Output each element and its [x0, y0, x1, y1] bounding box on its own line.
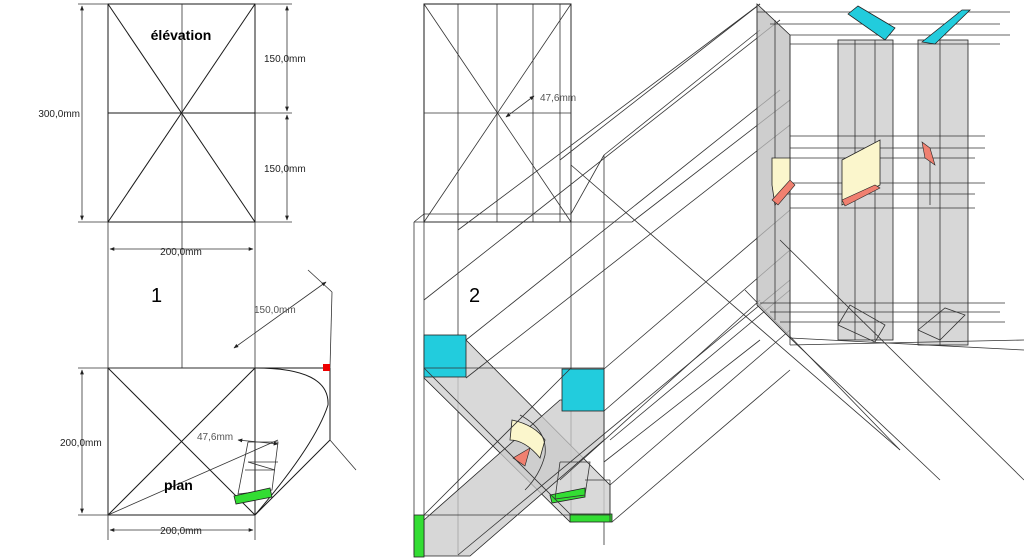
green-face-mid: [549, 487, 586, 504]
plan-view: 150,0mm 47,6mm plan: [107, 269, 357, 516]
dimension-height-halves: 150,0mm 150,0mm: [255, 3, 306, 223]
height-bottom-text: 150,0mm: [264, 164, 306, 175]
width-elevation-text: 200,0mm: [160, 247, 202, 258]
elevation-diagonal-b: [107, 3, 256, 223]
plan-red-marker: [323, 364, 330, 371]
dimension-height-total: 300,0mm: [38, 3, 108, 223]
thickness-view2-text: 47,6mm: [540, 93, 576, 104]
grey-column-3: [917, 39, 969, 346]
dimension-plan-depth: 200,0mm: [60, 367, 108, 516]
dimension-width-elevation: 200,0mm: [109, 247, 254, 258]
plan-depth-text: 200,0mm: [60, 438, 102, 449]
elevation-label: élévation: [151, 27, 212, 43]
plan-width-text: 200,0mm: [160, 526, 202, 537]
view-2-label: 2: [469, 285, 480, 307]
salmon-face-4: [921, 141, 936, 166]
cyan-face-top-2: [921, 9, 971, 45]
view-3-development: [756, 3, 1024, 481]
cyan-box-right: [561, 368, 605, 412]
cyan-box-left: [423, 334, 467, 378]
cream-face: [509, 419, 546, 459]
plan-green-face: [233, 487, 273, 505]
salmon-face-2: [771, 179, 796, 206]
salmon-face: [512, 447, 531, 467]
plan-arc: [254, 367, 329, 516]
height-total-text: 300,0mm: [38, 109, 80, 120]
radius-text: 150,0mm: [254, 305, 296, 316]
dimension-plan-width: 200,0mm: [107, 515, 256, 540]
green-face-right: [569, 513, 613, 523]
thickness-plan-text: 47,6mm: [197, 432, 233, 443]
cyan-face-top-1: [847, 5, 896, 41]
view-2: 47,6mm 2: [413, 3, 941, 558]
view-1: élévation 300,0mm 150,0mm 150,0mm 200,0m…: [38, 3, 357, 540]
plan-label: plan: [164, 477, 193, 493]
height-top-text: 150,0mm: [264, 54, 306, 65]
green-face-left: [413, 514, 425, 558]
salmon-face-3: [841, 184, 881, 207]
elevation-view: élévation: [107, 3, 256, 223]
view-1-label: 1: [151, 285, 162, 307]
